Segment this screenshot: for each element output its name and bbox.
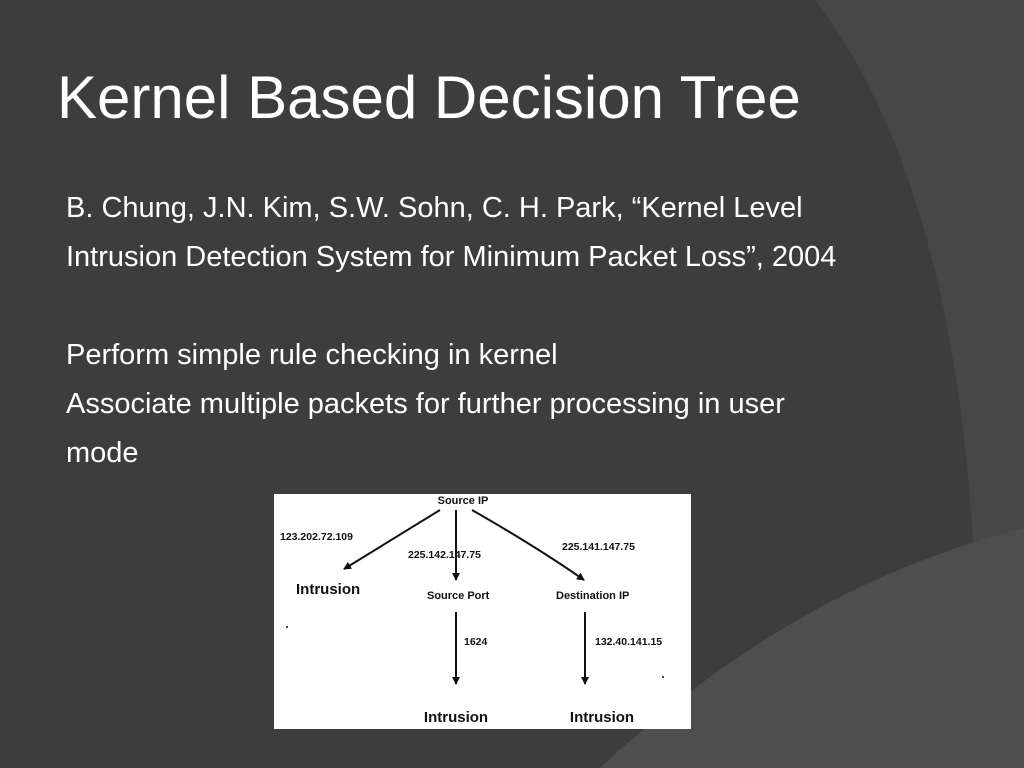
edge-to-destination-ip: [471, 509, 585, 581]
citation-line-1: B. Chung, J.N. Kim, S.W. Sohn, C. H. Par…: [66, 192, 803, 224]
node-destination-ip: Destination IP: [556, 590, 629, 602]
point-2-line-1: Associate multiple packets for further p…: [66, 388, 785, 420]
edge-to-intrusion: [343, 509, 441, 570]
edge-label-port: 1624: [464, 636, 488, 648]
node-intrusion: Intrusion: [296, 581, 360, 598]
stray-mark-right: [662, 676, 664, 678]
edge-label-dest-ip: 132.40.141.15: [595, 636, 662, 648]
node-source-port: Source Port: [427, 590, 490, 602]
root-node-label: Source IP: [438, 495, 489, 507]
slide-title: Kernel Based Decision Tree: [57, 64, 801, 131]
stray-mark-left: [286, 626, 288, 628]
decision-tree-figure: Source IP 123.202.72.109 225.142.147.75 …: [274, 494, 691, 729]
point-1: Perform simple rule checking in kernel: [66, 339, 558, 371]
edge-label-right: 225.141.147.75: [562, 541, 635, 553]
citation-line-2: Intrusion Detection System for Minimum P…: [66, 241, 837, 273]
edge-label-middle: 225.142.147.75: [408, 549, 481, 561]
spacer: [66, 282, 996, 331]
edge-label-left: 123.202.72.109: [280, 531, 353, 543]
point-2-line-2: mode: [66, 437, 139, 469]
leaf-intrusion-port: Intrusion: [424, 709, 488, 726]
slide-body: B. Chung, J.N. Kim, S.W. Sohn, C. H. Par…: [66, 184, 996, 478]
decision-tree-diagram: Source IP 123.202.72.109 225.142.147.75 …: [280, 495, 664, 726]
leaf-intrusion-dest: Intrusion: [570, 709, 634, 726]
